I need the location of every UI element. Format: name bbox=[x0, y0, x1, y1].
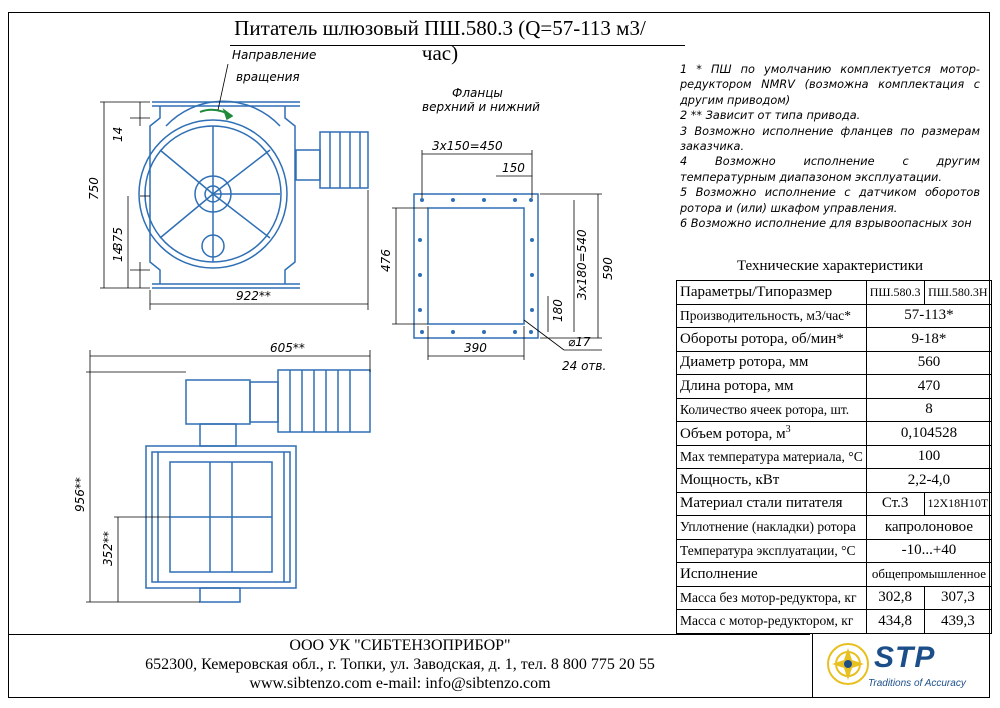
dim-605: 605** bbox=[270, 341, 305, 355]
note-1: 1 * ПШ по умолчанию комплектуется мотор-… bbox=[680, 63, 980, 107]
company-name: ООО УК "СИБТЕНЗОПРИБОР" bbox=[289, 637, 511, 654]
flanges-label-1: Фланцы bbox=[452, 86, 503, 100]
dim-375: 375 bbox=[111, 227, 125, 250]
dim-390: 390 bbox=[464, 341, 487, 355]
spec-param: Масса с мотор-редуктором, кг bbox=[676, 609, 867, 634]
spec-param: Обороты ротора, об/мин* bbox=[676, 327, 867, 352]
spec-param: Температура эксплуатации, °C bbox=[676, 538, 867, 563]
spec-param: Диаметр ротора, мм bbox=[676, 350, 867, 375]
spec-value: капролоновое bbox=[865, 515, 993, 540]
spec-title: Технические характеристики bbox=[736, 258, 924, 274]
notes-block: 1 * ПШ по умолчанию комплектуется мотор-… bbox=[680, 62, 980, 231]
spec-param: Исполнение bbox=[676, 562, 867, 587]
spec-value: 100 bbox=[865, 444, 993, 469]
spec-value-2: 12Х18Н10Т bbox=[923, 491, 993, 516]
company-info: ООО УК "СИБТЕНЗОПРИБОР" 652300, Кемеровс… bbox=[120, 636, 680, 693]
spec-param: Уплотнение (накладки) ротора bbox=[676, 515, 867, 540]
dim-590: 590 bbox=[601, 257, 615, 280]
spec-value-1: 434,8 bbox=[865, 609, 925, 634]
dim-3x180: 3x180=540 bbox=[575, 229, 589, 300]
note-3: 3 Возможно исполнение фланцев по размера… bbox=[680, 124, 980, 154]
rotation-label-1: Направление bbox=[232, 48, 317, 62]
logo-emblem-icon bbox=[827, 643, 869, 685]
spec-param-sup: 3 bbox=[785, 423, 791, 435]
spec-param-text: Объем ротора, м bbox=[680, 425, 786, 442]
dim-14-top: 14 bbox=[111, 127, 125, 142]
dim-750: 750 bbox=[87, 177, 101, 200]
dim-17: ⌀17 bbox=[568, 335, 591, 349]
spec-param: Материал стали питателя bbox=[676, 491, 867, 516]
spec-header-row: Параметры/Типоразмер ПШ.580.3 ПШ.580.3Н bbox=[676, 280, 993, 305]
spec-value-1: Ст.3 bbox=[865, 491, 925, 516]
spec-value: 57-113* bbox=[865, 303, 993, 328]
spec-param: Мах температура материала, °C bbox=[676, 444, 867, 469]
dim-476: 476 bbox=[379, 249, 393, 272]
dim-180: 180 bbox=[551, 299, 565, 322]
spec-param: Мощность, кВт bbox=[676, 468, 867, 493]
flange-view bbox=[413, 193, 539, 339]
brand-name: STP bbox=[874, 641, 936, 674]
technical-drawing: 750 375 14 14 922** 3x150=450 150 476 59… bbox=[73, 63, 615, 603]
rotation-label-2: вращения bbox=[236, 70, 300, 84]
spec-header-col1: ПШ.580.3 bbox=[865, 280, 925, 305]
spec-row: Обороты ротора, об/мин*9-18* bbox=[676, 327, 993, 352]
spec-header-col2: ПШ.580.3Н bbox=[923, 280, 993, 305]
front-view-dims bbox=[100, 63, 369, 310]
company-contacts: www.sibtenzo.com e-mail: info@sibtenzo.c… bbox=[249, 675, 551, 692]
dim-3x150: 3x150=450 bbox=[432, 139, 503, 153]
logo-area bbox=[812, 634, 991, 698]
dim-922: 922** bbox=[236, 289, 271, 303]
spec-param: Длина ротора, мм bbox=[676, 374, 867, 399]
dim-956: 956** bbox=[73, 477, 87, 512]
spec-header-param: Параметры/Типоразмер bbox=[676, 280, 867, 305]
spec-row: Температура эксплуатации, °C-10...+40 bbox=[676, 538, 993, 563]
brand-slogan: Traditions of Accuracy bbox=[868, 678, 966, 689]
dim-14-bottom: 14 bbox=[111, 247, 125, 262]
spec-value-2: 307,3 bbox=[923, 585, 993, 610]
spec-param: Объем ротора, м3 bbox=[676, 421, 867, 446]
dim-150: 150 bbox=[502, 161, 525, 175]
note-4: 4 Возможно исполнение с другим температу… bbox=[680, 155, 980, 184]
spec-param: Количество ячеек ротора, шт. bbox=[676, 397, 867, 422]
spec-value: 8 bbox=[865, 397, 993, 422]
spec-value: 2,2-4,0 bbox=[865, 468, 993, 493]
spec-value: 0,104528 bbox=[865, 421, 993, 446]
spec-value: -10...+40 bbox=[865, 538, 993, 563]
company-address: 652300, Кемеровская обл., г. Топки, ул. … bbox=[145, 656, 655, 673]
spec-value: общепромышленное bbox=[865, 562, 993, 587]
title-underline bbox=[230, 45, 685, 46]
front-view bbox=[138, 100, 369, 289]
spec-param: Масса без мотор-редуктора, кг bbox=[676, 585, 867, 610]
note-6: 6 Возможно исполнение для взрывоопасных … bbox=[680, 217, 972, 231]
spec-value: 9-18* bbox=[865, 327, 993, 352]
top-view bbox=[145, 369, 371, 603]
flanges-label-2: верхний и нижний bbox=[422, 100, 540, 114]
footer-divider bbox=[8, 634, 810, 635]
spec-row: Количество ячеек ротора, шт.8 bbox=[676, 397, 993, 422]
spec-value: 470 bbox=[865, 374, 993, 399]
note-5: 5 Возможно исполнение с датчиком оборото… bbox=[680, 186, 980, 215]
dim-24-holes: 24 отв. bbox=[562, 359, 606, 373]
dim-352: 352** bbox=[101, 531, 115, 566]
top-view-dims bbox=[86, 350, 371, 603]
spec-table: Параметры/Типоразмер ПШ.580.3 ПШ.580.3Н … bbox=[676, 280, 993, 634]
note-2: 2 ** Зависит от типа привода. bbox=[680, 109, 861, 123]
spec-value-1: 302,8 bbox=[865, 585, 925, 610]
flange-dims bbox=[392, 150, 602, 360]
spec-value: 560 bbox=[865, 350, 993, 375]
spec-row: Производительность, м3/час*57-113* bbox=[676, 303, 993, 328]
spec-value-2: 439,3 bbox=[923, 609, 993, 634]
spec-param: Производительность, м3/час* bbox=[676, 303, 867, 328]
